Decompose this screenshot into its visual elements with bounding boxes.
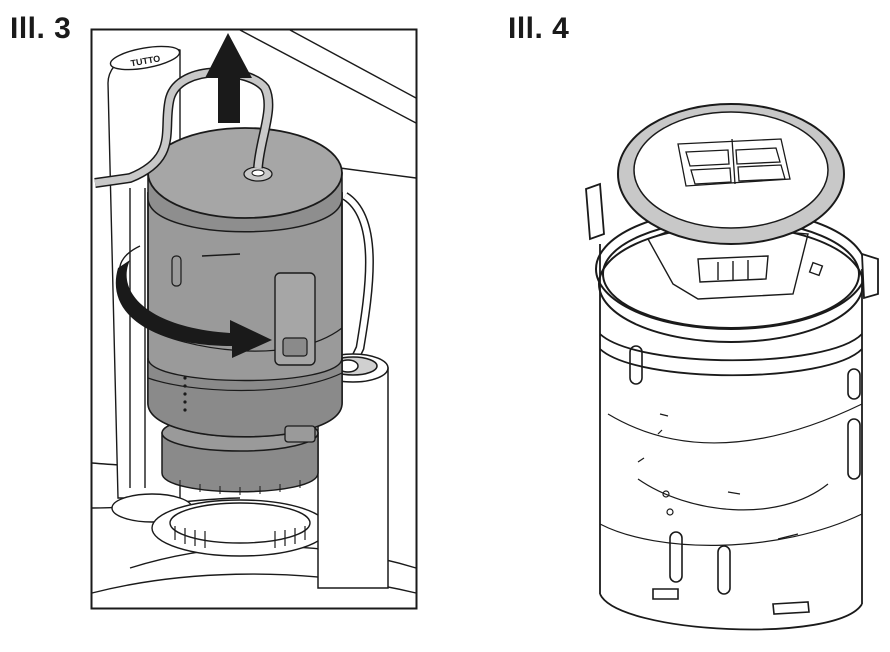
lid [617,103,845,245]
illustration-4-caption: Ill. 4 [508,12,570,45]
body-slots [629,345,861,615]
illustration-4 [578,84,884,644]
base-ring [151,499,329,557]
base-ring-slots [174,526,306,548]
hose-top [94,68,272,187]
side-handles [585,182,879,300]
cylinder-outline [599,244,863,631]
arrow-up-icon [205,33,252,123]
illustration-3-caption: Ill. 3 [10,12,72,45]
body-details [637,413,799,540]
cylinder-lid [147,127,343,233]
cylinder-body [147,192,343,443]
illustration-3: TUTTO [90,28,418,610]
curved-arrow-right-icon [115,245,273,358]
brand-plate: TUTTO [109,45,181,71]
